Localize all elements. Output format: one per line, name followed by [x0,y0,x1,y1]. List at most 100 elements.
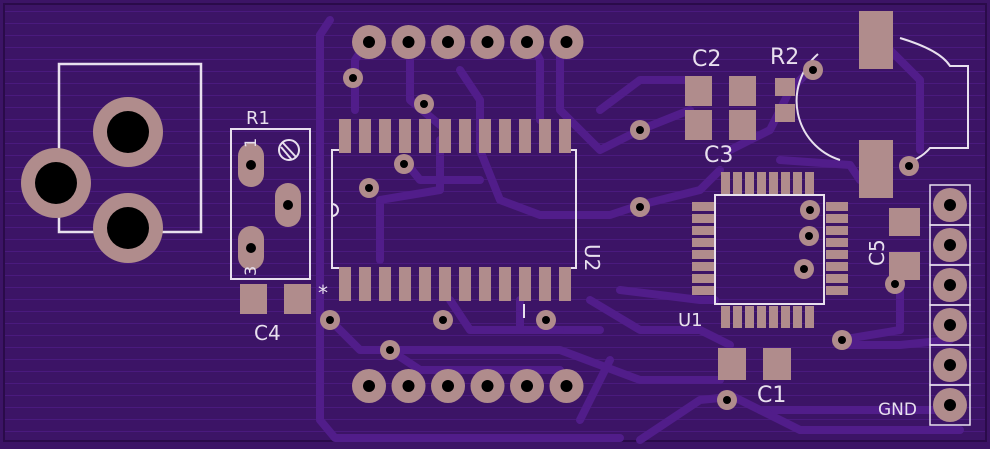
c3-pad-right [729,110,756,140]
u1-pad-bottom [793,306,802,328]
u1-pad-right [826,286,848,295]
r1-pin3-label: 3 [241,266,260,276]
u2-pad-bottom [479,267,491,301]
c3-capacitor: C3 [685,110,756,168]
u2-pad-bottom [459,267,471,301]
u2-pad-top [459,119,471,153]
gnd-label: GND [878,400,917,420]
via-hole [439,316,447,324]
r2-pad-top [775,78,795,96]
header-bottom-hole [481,380,494,392]
u1-pad-bottom [733,306,742,328]
right-header-hole [944,319,956,331]
u2-pad-top [539,119,551,153]
u1-pad-left [692,226,714,235]
u2-pad-top [479,119,491,153]
via-hole [542,316,550,324]
via-hole [636,126,644,134]
u2-pin1-mark: * [318,281,328,305]
u2-pads-top [339,119,571,153]
u1-pad-bottom [757,306,766,328]
u1-pad-right [826,214,848,223]
via-hole [386,346,394,354]
u1-pads [692,172,848,328]
via-hole [805,232,813,240]
via-hole [420,100,428,108]
u1-pad-top [769,172,778,194]
c4-capacitor: C4 [240,284,311,345]
u1-pad-left [692,286,714,295]
r2-label: R2 [770,45,799,70]
u2-pad-top [399,119,411,153]
header-bottom-hole [402,380,415,392]
u1-pad-right [826,238,848,247]
via-hole [809,66,817,74]
u2-pads-bottom [339,267,571,301]
r1-screw-slot-2 [280,146,293,161]
header-top-hole [521,36,533,48]
u2-pad-top [419,119,431,153]
r2-pad-bottom [775,104,795,122]
r1-label: R1 [246,108,270,129]
u1-pad-bottom [781,306,790,328]
u1-chip: U1 [678,172,848,331]
header-row-top [352,25,584,59]
u1-pad-left [692,202,714,211]
via-hole [326,316,334,324]
u2-pad-bottom [419,267,431,301]
right-header-outline [929,384,971,426]
right-header [929,184,971,426]
u2-pad-top [339,119,351,153]
u2-pad-bottom [539,267,551,301]
c2-pad-right [729,76,756,106]
u1-pad-top [745,172,754,194]
u1-pad-left [692,274,714,283]
via-hole [806,206,814,214]
c5-label: C5 [865,239,889,266]
via-hole [349,74,357,82]
right-header-hole [944,239,956,251]
u2-pad-top [379,119,391,153]
c5-pad-top [889,208,920,236]
via-hole [838,336,846,344]
r1-hole-3 [246,243,256,253]
u1-outline [714,194,825,305]
u1-pad-right [826,250,848,259]
u2-notch [331,203,339,217]
jack-hole-left [35,162,77,204]
header-top-hole [481,36,494,48]
right-header-hole [944,279,956,291]
u1-pad-top [721,172,730,194]
header-top-hole [402,36,415,48]
u2-pad-top [439,119,451,153]
c3-pad-left [685,110,712,140]
right-header-hole [944,199,956,211]
u1-pad-right [826,274,848,283]
jack-hole-top [107,111,149,153]
header-top-hole [442,36,454,48]
u1-pad-left [692,262,714,271]
c2-capacitor: C2 [685,47,756,106]
u2-pad-top [559,119,571,153]
c1-pad-left [718,348,746,380]
u2-pad-bottom [439,267,451,301]
audio-jack [21,62,203,263]
u2-pad-bottom [359,267,371,301]
header-row-bottom [352,369,584,403]
c2-pad-left [685,76,712,106]
via-hole [365,184,373,192]
c2-label: C2 [692,47,721,72]
u2-pad-bottom [559,267,571,301]
r1-pin1-label: 1 [241,138,260,148]
u1-pad-bottom [721,306,730,328]
u1-pad-left [692,214,714,223]
u2-pad-top [359,119,371,153]
u1-pad-top [781,172,790,194]
c1-label: C1 [757,383,786,408]
u2-pad-bottom [339,267,351,301]
u1-pad-top [733,172,742,194]
c4-pad-right [284,284,311,314]
u1-label: U1 [678,310,703,331]
header-top-hole [363,36,375,48]
